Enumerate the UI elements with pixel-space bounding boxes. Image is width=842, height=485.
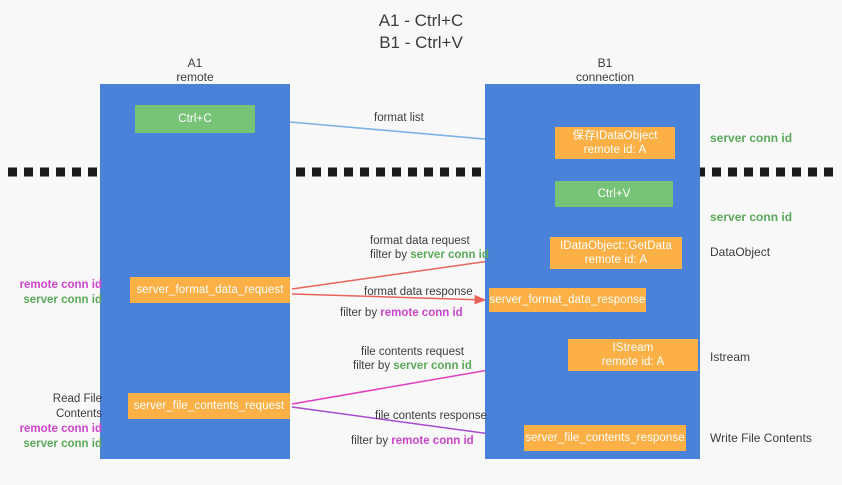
box-idataobject-getdata[interactable]: IDataObject::GetData remote id: A (550, 237, 682, 269)
caption-format-data-response-filter: filter by remote conn id (340, 306, 463, 321)
box-server-file-contents-response[interactable]: server_file_contents_response (524, 425, 686, 451)
caption-file-contents-response: file contents response (375, 410, 487, 422)
label-write-file-contents: Write File Contents (710, 431, 812, 445)
box-ctrl-v[interactable]: Ctrl+V (555, 181, 673, 207)
label-file-server-conn-id: server conn id (23, 438, 102, 450)
caption-format-list: format list (374, 112, 424, 124)
caption-format-data-response: format data response (364, 286, 473, 298)
caption-filter-prefix-3: filter by (353, 360, 394, 372)
caption-filter-value-1: server conn id (410, 249, 489, 261)
box-server-format-data-request[interactable]: server_format_data_request (130, 277, 290, 303)
label-istream: Istream (710, 350, 751, 364)
caption-filter-value-3: server conn id (393, 360, 472, 372)
box-save-idataobject[interactable]: 保存IDataObject remote id: A (555, 127, 675, 159)
caption-filter-value-2: remote conn id (380, 307, 463, 319)
column-header-a1: A1 remote (176, 56, 214, 84)
box-istream[interactable]: IStream remote id: A (568, 339, 698, 371)
caption-format-data-request: format data request (370, 235, 470, 247)
box-server-file-contents-request[interactable]: server_file_contents_request (128, 393, 290, 419)
label-dataobject: DataObject (710, 245, 771, 259)
label-format-conn-ids: remote conn id server conn id (10, 278, 102, 308)
label-format-server-conn-id: server conn id (23, 294, 102, 306)
label-read-file-contents: Read File Contents (52, 393, 102, 420)
label-server-conn-id-mid: server conn id (710, 210, 793, 224)
column-header-b1: B1 connection (575, 56, 635, 84)
caption-filter-prefix-4: filter by (351, 435, 392, 447)
label-file-remote-conn-id: remote conn id (19, 423, 102, 435)
label-file-conn-ids: Read File Contents remote conn id server… (10, 392, 102, 452)
page-title: A1 - Ctrl+C B1 - Ctrl+V (378, 11, 464, 52)
box-ctrl-c[interactable]: Ctrl+C (135, 105, 255, 133)
label-format-remote-conn-id: remote conn id (19, 279, 102, 291)
caption-file-contents-request: file contents request (361, 346, 464, 358)
caption-filter-value-4: remote conn id (391, 435, 474, 447)
caption-file-contents-request-filter: filter by server conn id (353, 359, 472, 374)
caption-file-contents-response-filter: filter by remote conn id (351, 434, 474, 449)
caption-format-data-request-filter: filter by server conn id (370, 248, 489, 263)
caption-filter-prefix-1: filter by (370, 249, 411, 261)
caption-filter-prefix-2: filter by (340, 307, 381, 319)
box-server-format-data-response[interactable]: server_format_data_response (489, 288, 646, 312)
label-server-conn-id-top: server conn id (710, 131, 793, 145)
